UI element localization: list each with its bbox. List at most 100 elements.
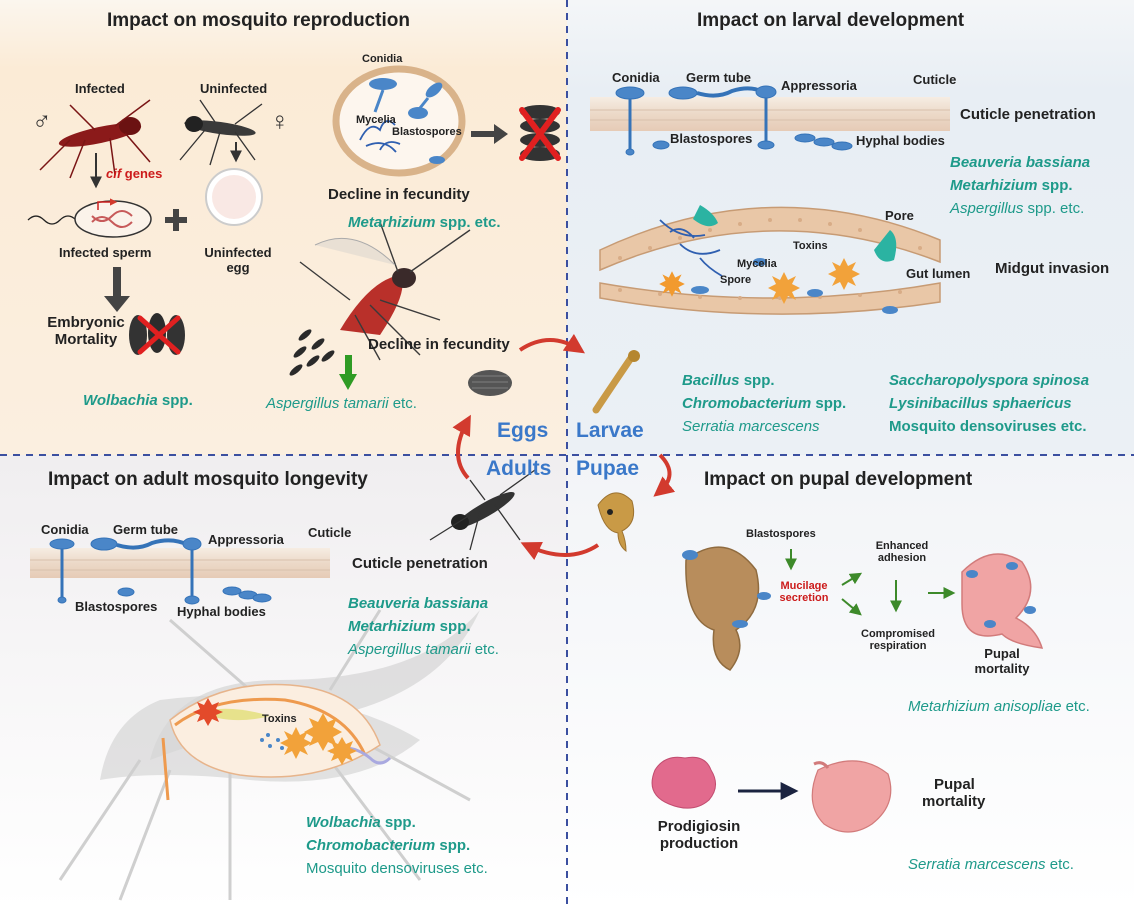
- conidia-label-repro: Conidia: [362, 53, 403, 65]
- metarhizium-rest-larval: spp.: [1037, 177, 1073, 194]
- infected-sperm-cell: [74, 200, 152, 238]
- male-symbol: ♂: [32, 106, 52, 136]
- larval-cuticle-band: [590, 97, 950, 131]
- cycle-larvae-label: Larvae: [576, 419, 644, 442]
- bacillus-italic: Bacillus: [682, 372, 740, 389]
- mucilage-line2: secretion: [779, 592, 829, 604]
- beauveria-species-adult: Beauveria bassiana: [348, 595, 489, 612]
- conidia-label-larval: Conidia: [612, 70, 660, 85]
- chromobacterium-italic-adult: Chromobacterium: [306, 837, 436, 854]
- uninfected-label: Uninfected: [200, 81, 268, 96]
- adult-title: Impact on adult mosquito longevity: [48, 469, 368, 490]
- uninfected-egg-line1: Uninfected: [204, 245, 272, 260]
- cif-italic: cif: [106, 166, 122, 181]
- beauveria-species-larval: Beauveria bassiana: [950, 154, 1091, 171]
- compromised-line2: respiration: [869, 640, 927, 652]
- hyphal-bodies-label-adult: Hyphal bodies: [177, 604, 266, 619]
- bacillus-species: Bacillus spp.: [682, 372, 775, 389]
- metarhizium-rest-repro: spp. etc.: [435, 214, 501, 231]
- chromobacterium-rest-adult: spp.: [435, 837, 471, 854]
- embryonic-mortality-label: Embryonic Mortality: [44, 314, 128, 348]
- densoviruses-larval: Mosquito densoviruses etc.: [889, 418, 1087, 435]
- female-symbol: ♀: [270, 106, 290, 136]
- cycle-pupae-label: Pupae: [576, 457, 640, 480]
- serratia-rest-pupal: etc.: [1045, 856, 1074, 873]
- wolbachia-rest: spp.: [157, 392, 193, 409]
- pupal-mortality-line1: Pupal: [984, 646, 1020, 661]
- pupal-title: Impact on pupal development: [704, 469, 973, 490]
- cycle-eggs-label: Eggs: [497, 419, 549, 442]
- wolbachia-species-adult: Wolbachia spp.: [306, 814, 416, 831]
- serratia-italic-pupal: Serratia marcescens: [908, 856, 1046, 873]
- cuticle-label-adult: Cuticle: [308, 525, 352, 540]
- serratia-species-larval: Serratia marcescens: [682, 418, 820, 435]
- metarhizium-italic-adult: Metarhizium: [348, 618, 436, 635]
- dead-eggs-fecundity-icon: [519, 105, 561, 161]
- bg-pupal: [567, 455, 1134, 909]
- enhanced-line2: adhesion: [877, 552, 927, 564]
- dead-pupa-illustration: [961, 553, 1044, 649]
- embryonic-line2: Mortality: [54, 331, 118, 348]
- larva-icon: [592, 350, 640, 414]
- wolbachia-species: Wolbachia spp.: [83, 392, 193, 409]
- chromobacterium-species-larval: Chromobacterium spp.: [682, 395, 846, 412]
- prodigiosin-line1: Prodigiosin: [657, 818, 741, 835]
- lysinibacillus-species: Lysinibacillus sphaericus: [889, 395, 1072, 412]
- prodigiosin-molecule-icon: [651, 756, 716, 809]
- pupal-mortality-label: Pupal mortality: [966, 646, 1038, 676]
- chromobacterium-species-adult: Chromobacterium spp.: [306, 837, 470, 854]
- aspergillus-species-larval: Aspergillus spp. etc.: [950, 200, 1084, 217]
- uninfected-egg-label: Uninfected egg: [200, 245, 276, 275]
- cuticle-penetration-larval: Cuticle penetration: [960, 106, 1096, 123]
- bloodfed-mosquito-illustration: [299, 221, 471, 361]
- cif-genes-label: cif genes: [106, 166, 162, 181]
- mycelia-label-repro: Mycelia: [356, 114, 396, 126]
- mycelia-label-larval: Mycelia: [737, 258, 777, 270]
- germ-tube-label-larval: Germ tube: [686, 70, 752, 85]
- pupal-mortality-line2: mortality: [974, 661, 1030, 676]
- conidia-label-adult: Conidia: [41, 522, 89, 537]
- enhanced-adhesion-label: Enhanced adhesion: [864, 540, 940, 564]
- adult-fungal-structures: [49, 537, 272, 605]
- pore-label: Pore: [885, 208, 914, 223]
- appressoria-label-larval: Appressoria: [781, 78, 857, 93]
- midgut-invasion-label: Midgut invasion: [995, 260, 1110, 277]
- toxins-label-larval: Toxins: [793, 240, 828, 252]
- pupal-mortality-b-line2: mortality: [922, 793, 986, 810]
- prodigiosin-label: Prodigiosin production: [645, 818, 753, 852]
- aspergillus-species-adult: Aspergillus tamarii etc.: [348, 641, 499, 658]
- pupal-mortality-serratia-label: Pupal mortality: [922, 776, 985, 810]
- metarhizium-anisopliae-rest: etc.: [1061, 698, 1090, 715]
- aspergillus-tamarii-italic: Aspergillus tamarii: [266, 395, 389, 412]
- adult-cuticle-band: [30, 548, 330, 578]
- cycle-adults-label: Adults: [486, 457, 552, 480]
- blastospores-label-repro: Blastospores: [392, 126, 462, 138]
- compromised-line1: Compromised: [861, 628, 935, 640]
- decline-fecundity-1: Decline in fecundity: [328, 186, 470, 203]
- serratia-species-pupal: Serratia marcescens etc.: [908, 856, 1074, 873]
- metarhizium-anisopliae-species: Metarhizium anisopliae etc.: [908, 698, 1090, 715]
- life-cycle-arrows: [452, 333, 676, 561]
- dead-eggs-icon: [129, 313, 185, 355]
- cuticle-label-larval: Cuticle: [913, 72, 957, 87]
- metarhizium-species-repro: Metarhizium spp. etc.: [348, 214, 501, 231]
- hyphal-bodies-label-larval: Hyphal bodies: [856, 133, 945, 148]
- saccharopolyspora-species: Saccharopolyspora spinosa: [889, 372, 1090, 389]
- metarhizium-species-larval: Metarhizium spp.: [950, 177, 1073, 194]
- aspergillus-rest-larval: spp. etc.: [1023, 200, 1085, 217]
- spore-label-larval: Spore: [720, 274, 752, 286]
- midgut-illustration: [599, 205, 941, 315]
- chromobacterium-italic-larval: Chromobacterium: [682, 395, 812, 412]
- larval-title: Impact on larval development: [697, 10, 965, 31]
- reproduction-title: Impact on mosquito reproduction: [107, 10, 410, 31]
- enhanced-line1: Enhanced: [875, 540, 929, 552]
- infected-sperm-label: Infected sperm: [59, 245, 152, 260]
- metarhizium-italic-repro: Metarhizium: [348, 214, 436, 231]
- metarhizium-rest-adult: spp.: [435, 618, 471, 635]
- cuticle-penetration-adult: Cuticle penetration: [352, 555, 488, 572]
- metarhizium-anisopliae-italic: Metarhizium anisopliae: [908, 698, 1062, 715]
- appressoria-label-adult: Appressoria: [208, 532, 284, 547]
- fungal-infection-diagram: [332, 65, 466, 177]
- decline-fecundity-2: Decline in fecundity: [368, 336, 510, 353]
- uninfected-egg-line2: egg: [226, 260, 250, 275]
